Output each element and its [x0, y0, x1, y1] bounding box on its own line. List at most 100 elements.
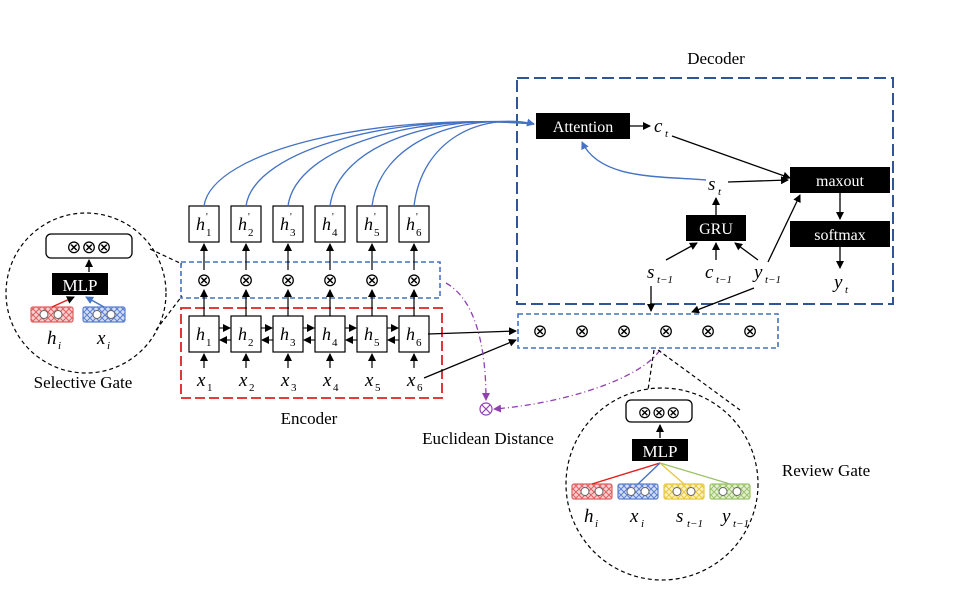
- hprime-mark-6: ': [416, 212, 418, 223]
- hprime-base-2: h: [238, 214, 247, 234]
- x-base-3: x: [280, 370, 290, 391]
- h-sub-5: 5: [374, 337, 380, 349]
- selective-zoom-line-top: [149, 248, 183, 265]
- h-base-3: h: [280, 324, 289, 344]
- ct-to-maxout-arrow: [671, 135, 791, 180]
- x-sub-1: 1: [207, 382, 213, 394]
- hprime-base-3: h: [280, 214, 289, 234]
- review-otimes-2: ⊗: [574, 321, 589, 341]
- svg-text:t: t: [718, 186, 722, 198]
- hprime-mark-5: ': [374, 212, 376, 223]
- svg-text:h: h: [47, 328, 57, 349]
- svg-text:i: i: [107, 340, 110, 352]
- hprime-sub-4: 4: [332, 227, 338, 239]
- svg-text:c: c: [654, 116, 663, 137]
- yt-symbol: y t: [832, 272, 849, 296]
- hprime-sub-3: 3: [290, 227, 296, 239]
- svg-text:y: y: [832, 272, 843, 293]
- attention-curve-1: [203, 121, 535, 207]
- review-h-sub: i: [595, 518, 598, 530]
- x-sub-4: 4: [333, 382, 339, 394]
- svg-text:s: s: [647, 262, 654, 283]
- review-otimes-4: ⊗: [658, 321, 673, 341]
- hprime-base-1: h: [196, 214, 205, 234]
- review-to-euclid-line: [493, 349, 661, 413]
- hprime-box-2: [230, 205, 262, 243]
- review-gate-row: [517, 313, 779, 349]
- gru-box: [686, 215, 746, 241]
- h-box-2: [230, 315, 262, 353]
- selective-mlp-label: MLP: [63, 276, 98, 295]
- selective-otimes-5: ⊗: [364, 270, 379, 290]
- selective-x-vector: [82, 306, 126, 323]
- stm1-symbol: s t−1: [647, 262, 673, 286]
- attention-curve-3: [287, 121, 535, 207]
- selective-zoom-line-bottom: [155, 295, 183, 331]
- review-y-sub: t−1: [733, 518, 749, 530]
- h-sub-6: 6: [416, 337, 422, 349]
- review-zoom-line-left: [647, 349, 655, 391]
- hprime-box-4: [314, 205, 346, 243]
- hprime-sub-5: 5: [374, 227, 380, 239]
- review-h-to-mlp-line: [591, 462, 661, 485]
- review-s-sub: t−1: [687, 518, 703, 530]
- hprime-sub-2: 2: [248, 227, 254, 239]
- selective-output-box: [45, 233, 133, 259]
- review-otimes-group: ⊗⊗⊗⊗⊗⊗: [532, 321, 757, 341]
- hprime-mark-2: ': [248, 212, 250, 223]
- st-symbol: s t: [708, 174, 722, 198]
- selective-output-otimes: ⊗⊗⊗: [66, 237, 111, 257]
- svg-text:i: i: [58, 340, 61, 352]
- h-box-1: [188, 315, 220, 353]
- hprime-mark-4: ': [332, 212, 334, 223]
- h-box-3: [272, 315, 304, 353]
- review-s-to-mlp-line: [659, 462, 685, 485]
- st-to-maxout-arrow: [727, 176, 789, 185]
- ytm1-to-gru-arrow: [734, 242, 759, 261]
- selective-otimes-4: ⊗: [322, 270, 337, 290]
- attention-box: [536, 113, 630, 139]
- softmax-box: [790, 221, 890, 247]
- ct-symbol: c t: [654, 116, 669, 140]
- gru-label: GRU: [699, 221, 733, 238]
- hprime-mark-3: ': [290, 212, 292, 223]
- attention-curve-6: [413, 118, 535, 207]
- svg-text:t: t: [845, 284, 849, 296]
- selective-to-euclid-line: [445, 282, 490, 401]
- x-sub-5: 5: [375, 382, 381, 394]
- hprime-box-3: [272, 205, 304, 243]
- attention-label: Attention: [553, 119, 613, 136]
- x-base-4: x: [322, 370, 332, 391]
- h-box-6: [398, 315, 430, 353]
- svg-text:t−1: t−1: [657, 274, 673, 286]
- svg-text:t−1: t−1: [765, 274, 781, 286]
- ctm1-symbol: c t−1: [705, 262, 732, 286]
- st-to-attention-arrow: [581, 141, 707, 181]
- selective-otimes-6: ⊗: [406, 270, 421, 290]
- svg-text:x: x: [96, 328, 106, 349]
- review-y-vector: [709, 483, 751, 500]
- review-y-base: y: [720, 506, 731, 527]
- h-sub-2: 2: [248, 337, 254, 349]
- review-x-vector: [617, 483, 659, 500]
- hprime-base-4: h: [322, 214, 331, 234]
- euclid-otimes-cross: [481, 404, 491, 414]
- maxout-box: [790, 167, 890, 193]
- maxout-label: maxout: [816, 173, 865, 190]
- h-box-5: [356, 315, 388, 353]
- review-x-base: x: [629, 506, 639, 527]
- review-otimes-1: ⊗: [532, 321, 547, 341]
- h-sub-1: 1: [206, 337, 212, 349]
- review-output-otimes: ⊗⊗⊗: [638, 403, 681, 422]
- selective-gate-zoom-circle: [5, 212, 167, 374]
- selective-otimes-1: ⊗: [196, 270, 211, 290]
- review-output-box: [625, 399, 693, 423]
- attention-curves: [203, 118, 535, 207]
- ytm1-to-maxout-arrow: [767, 194, 801, 263]
- ytm1-to-review-arrow: [691, 287, 755, 314]
- svg-text:s: s: [708, 174, 715, 195]
- x-base-2: x: [238, 370, 248, 391]
